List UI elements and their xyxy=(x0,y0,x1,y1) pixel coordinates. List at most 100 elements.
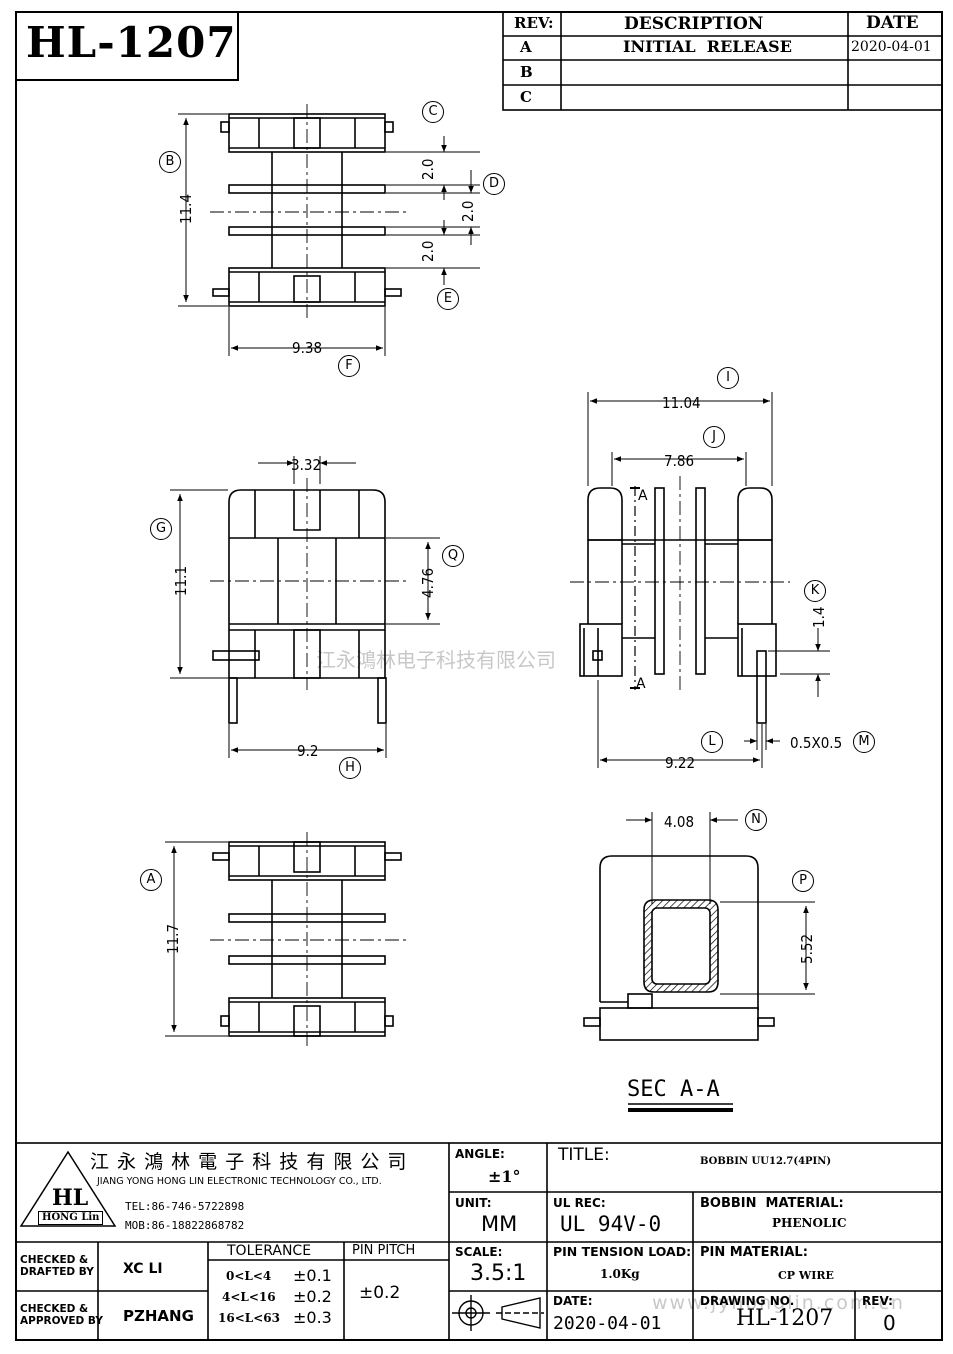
top-view-centerlines xyxy=(210,104,410,318)
rev-value: 0 xyxy=(883,1311,896,1335)
callout-k: K xyxy=(804,580,826,602)
section-view-dimensions xyxy=(626,812,815,995)
dim-top-height: 11.4 xyxy=(177,194,195,224)
bottom-view-dimensions xyxy=(165,841,228,1037)
section-title: SEC A-A xyxy=(627,1077,720,1102)
tolerance-range-1: 0<L<4 xyxy=(226,1269,272,1283)
revision-table-grid xyxy=(502,11,943,111)
unit-value: MM xyxy=(481,1212,518,1236)
callout-g: G xyxy=(150,518,172,540)
section-label-underline xyxy=(628,1103,733,1112)
pin-pitch-label: PIN PITCH xyxy=(352,1243,416,1258)
checked-approved-value: PZHANG xyxy=(123,1307,194,1325)
callout-l: L xyxy=(701,731,723,753)
scale-label: SCALE: xyxy=(455,1245,503,1259)
rev-row-a-date: 2020-04-01 xyxy=(851,39,932,55)
title-label: TITLE: xyxy=(558,1145,610,1165)
dim-side-width: 9.22 xyxy=(665,754,695,772)
dim-front-height: 11.1 xyxy=(172,566,190,596)
callout-q: Q xyxy=(442,545,464,567)
sheet-border xyxy=(15,11,943,1341)
section-view xyxy=(583,855,775,1041)
dim-front-width: 9.2 xyxy=(297,742,318,760)
dim-bottom-height: 11.7 xyxy=(164,924,182,954)
callout-p: P xyxy=(792,870,814,892)
section-marker-top: A xyxy=(638,488,648,504)
section-marker-bottom: A xyxy=(636,676,646,692)
callout-i: I xyxy=(717,367,739,389)
callout-m: M xyxy=(853,731,875,753)
callout-e: E xyxy=(437,288,459,310)
dim-top-gap-c: 2.0 xyxy=(419,159,437,180)
dim-side-overall: 11.04 xyxy=(662,394,701,412)
tolerance-value-3: ±0.3 xyxy=(293,1308,332,1327)
top-view-dimensions xyxy=(178,113,480,356)
checked-drafted-value: XC LI xyxy=(123,1261,163,1277)
tolerance-label: TOLERANCE xyxy=(227,1243,312,1259)
angle-label: ANGLE: xyxy=(455,1147,505,1161)
watermark-bottom: www.jyhonglin.com.cn xyxy=(652,1292,905,1314)
title-block-grid xyxy=(15,1142,943,1341)
bobbin-material-value: PHENOLIC xyxy=(772,1216,847,1230)
callout-n: N xyxy=(745,809,767,831)
dim-side-pin: 0.5X0.5 xyxy=(790,734,842,752)
callout-c: C xyxy=(422,101,444,123)
ul-rec-value: UL 94V-0 xyxy=(560,1212,662,1236)
pin-pitch-value: ±0.2 xyxy=(359,1283,401,1303)
pin-tension-value: 1.0Kg xyxy=(600,1267,640,1281)
callout-a: A xyxy=(140,869,162,891)
side-view xyxy=(579,487,777,724)
side-view-centerlines xyxy=(570,476,790,690)
company-tel: TEL:86-746-5722898 xyxy=(125,1200,245,1213)
pin-material-label: PIN MATERIAL: xyxy=(700,1245,808,1260)
rev-label: REV: xyxy=(862,1294,893,1308)
callout-b: B xyxy=(159,151,181,173)
rev-row-a-description: INITIAL RELEASE xyxy=(623,37,792,56)
callout-d: D xyxy=(483,173,505,195)
rev-row-a-rev: A xyxy=(520,38,532,56)
side-view-dimensions xyxy=(587,392,830,768)
title-value: BOBBIN UU12.7(4PIN) xyxy=(700,1156,832,1167)
rev-header-rev: REV: xyxy=(514,14,554,32)
drawing-no-value: HL-1207 xyxy=(736,1306,834,1331)
angle-value: ±1° xyxy=(488,1167,521,1186)
front-view xyxy=(212,489,387,724)
tolerance-value-2: ±0.2 xyxy=(293,1287,332,1306)
company-name-en: JIANG YONG HONG LIN ELECTRONIC TECHNOLOG… xyxy=(97,1176,382,1187)
bobbin-material-label: BOBBIN MATERIAL: xyxy=(700,1196,844,1211)
checked-drafted-label: CHECKED & DRAFTED BY xyxy=(20,1254,94,1279)
tolerance-range-3: 16<L<63 xyxy=(218,1311,280,1325)
dim-top-gap-d: 2.0 xyxy=(459,201,477,222)
rev-header-description: DESCRIPTION xyxy=(624,14,764,34)
rev-row-c-rev: C xyxy=(520,88,532,106)
callout-j: J xyxy=(703,426,725,448)
front-view-centerlines xyxy=(210,478,410,690)
unit-label: UNIT: xyxy=(455,1196,492,1210)
drawing-no-label: DRAWING NO. xyxy=(700,1294,795,1308)
dim-top-width: 9.38 xyxy=(292,339,322,357)
logo-text: HL xyxy=(52,1185,89,1211)
callout-f: F xyxy=(338,355,360,377)
callout-h: H xyxy=(339,757,361,779)
dim-section-height: 5.52 xyxy=(798,934,816,964)
company-mob: MOB:86-18822868782 xyxy=(125,1219,245,1232)
bottom-view-centerlines xyxy=(210,832,410,1046)
date-label: DATE: xyxy=(553,1294,593,1308)
front-view-dimensions xyxy=(170,456,440,758)
dim-top-gap-e: 2.0 xyxy=(419,241,437,262)
rev-header-date: DATE xyxy=(866,13,919,33)
pin-material-value: CP WIRE xyxy=(778,1269,834,1282)
ul-rec-label: UL REC: xyxy=(553,1196,606,1210)
date-value: 2020-04-01 xyxy=(553,1313,662,1334)
tolerance-range-2: 4<L<16 xyxy=(222,1290,276,1304)
scale-value: 3.5:1 xyxy=(470,1261,527,1286)
pin-tension-label: PIN TENSION LOAD: xyxy=(553,1244,692,1259)
dim-front-middle: 4.76 xyxy=(419,568,437,598)
dim-side-pin-gap: 1.4 xyxy=(810,607,828,628)
section-cut-line xyxy=(630,486,640,690)
checked-approved-label: CHECKED & APPROVED BY xyxy=(20,1303,103,1328)
dim-section-width: 4.08 xyxy=(664,813,694,831)
rev-row-b-rev: B xyxy=(520,63,533,81)
